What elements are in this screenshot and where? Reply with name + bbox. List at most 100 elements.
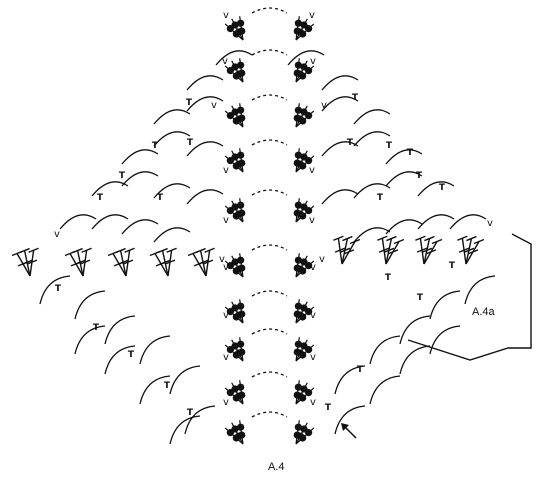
inc-symbol: v — [309, 215, 315, 226]
htr-symbol: T — [187, 408, 194, 418]
chain-arc — [121, 149, 159, 165]
dc-dot — [237, 201, 245, 209]
tr-bar — [122, 259, 134, 265]
dc-dot — [231, 258, 239, 266]
tr-bar — [79, 259, 91, 265]
dc-fan — [293, 58, 315, 83]
htr-symbol: T — [407, 148, 414, 158]
dc-dot — [237, 256, 245, 264]
htr-symbol: T — [347, 138, 354, 148]
inc-symbol: v — [223, 397, 229, 408]
inc-symbol: v — [223, 352, 229, 363]
dc-fan — [293, 253, 315, 278]
dc-dot — [237, 61, 245, 69]
dc-fan — [224, 58, 246, 83]
chain-arc — [139, 335, 171, 365]
inc-symbol: v — [223, 165, 229, 176]
chain-arc — [186, 96, 224, 112]
dc-fan — [224, 380, 246, 405]
dc-dot — [231, 342, 239, 350]
tr-bar — [458, 247, 470, 253]
dc-dot — [300, 304, 308, 312]
chain-arc — [169, 415, 201, 445]
dc-dot — [238, 264, 246, 272]
htr-symbol: T — [357, 365, 364, 375]
htr-symbol: T — [128, 350, 135, 360]
chain-arc — [169, 365, 201, 395]
htr-symbol: T — [417, 293, 424, 303]
inc-symbol: v — [223, 10, 229, 21]
chain-arc — [91, 214, 129, 230]
dc-dot — [237, 106, 245, 114]
htr-symbol: T — [377, 193, 384, 203]
tr-stem — [423, 238, 431, 265]
tr-bar — [74, 259, 86, 265]
tr-bar — [117, 259, 129, 265]
chain-arc — [59, 214, 97, 230]
tr-bar — [463, 247, 475, 253]
chain-arc — [121, 219, 159, 235]
tr-stem — [381, 238, 387, 265]
chain-arc — [464, 275, 496, 305]
tr-stem — [154, 253, 169, 277]
dc-dot — [238, 209, 246, 217]
chain-arc — [186, 75, 224, 91]
chain-dashed — [251, 139, 288, 146]
dc-dot — [294, 383, 302, 391]
dc-fan — [293, 16, 315, 41]
chain-arc — [104, 315, 136, 345]
dc-dot — [300, 203, 308, 211]
dc-fan — [224, 148, 246, 173]
dc-dot — [238, 348, 246, 356]
dc-fan — [224, 420, 246, 445]
dc-dot — [294, 302, 302, 310]
dc-fan — [224, 103, 246, 128]
dc-fan — [293, 198, 315, 223]
inc-symbol: v — [223, 310, 229, 321]
tr-stem — [192, 253, 207, 277]
tr-bar — [166, 247, 177, 253]
repeat-bracket — [407, 233, 532, 361]
htr-symbol: T — [97, 193, 104, 203]
chain-arc — [74, 325, 106, 355]
dc-dot — [231, 385, 239, 393]
chart-label: A.4 — [268, 461, 285, 473]
dc-dot — [231, 21, 239, 29]
htr-symbol: T — [385, 273, 392, 283]
dc-dot — [238, 431, 246, 439]
inc-symbol: v — [223, 215, 229, 226]
tr-bar — [342, 235, 353, 242]
tr-stem — [205, 250, 211, 277]
tr-bar — [115, 247, 126, 254]
dc-dot — [300, 385, 308, 393]
tr-bar — [343, 249, 355, 255]
chain-arc — [385, 149, 423, 165]
dc-dot — [293, 159, 301, 167]
center-fan-column — [224, 7, 315, 445]
chain-arc — [321, 75, 359, 91]
tr-stem — [16, 253, 31, 277]
tr-fan — [149, 247, 177, 277]
tr-bar — [466, 235, 477, 242]
dc-dot — [238, 69, 246, 77]
repeat-section-label: A.4a — [472, 306, 495, 318]
tr-bar — [202, 259, 214, 265]
tr-bar — [425, 249, 437, 255]
chain-arc — [287, 50, 325, 66]
start-arrow-icon — [341, 423, 357, 439]
dc-dot — [294, 423, 302, 431]
dc-dot — [238, 27, 246, 35]
dc-fan — [293, 380, 315, 405]
tr-bar — [197, 259, 209, 265]
htr-symbol: T — [93, 323, 100, 333]
dc-dot — [293, 264, 301, 272]
dc-dot — [231, 203, 239, 211]
treble-fan-row — [11, 235, 485, 277]
chain-dashed — [251, 7, 288, 14]
tr-fan — [64, 247, 92, 277]
inc-symbol: v — [211, 100, 217, 111]
tr-bar — [81, 247, 92, 253]
tr-bar — [467, 249, 479, 255]
chain-arc — [153, 109, 191, 125]
inc-symbol: v — [54, 229, 60, 240]
